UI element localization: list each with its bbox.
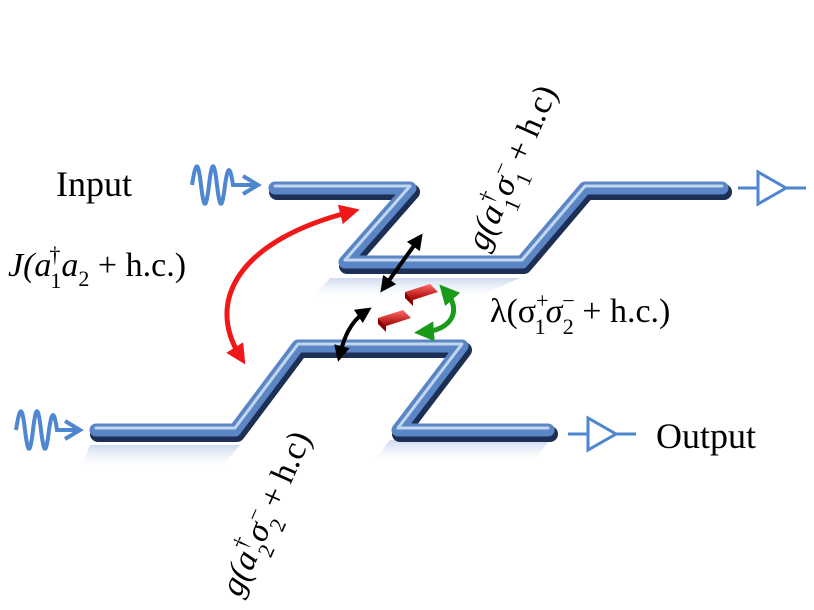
qubit-qubit-coupling-arrow: [414, 284, 461, 342]
output-label: Output: [656, 416, 756, 456]
waveguide-coupling-arrow: [224, 204, 360, 365]
detector-output-icon: [568, 415, 636, 453]
qubit-2: [378, 310, 411, 332]
bottom-qubit-coupling-arrow: [334, 307, 372, 362]
waveguide-coupling-label: J(a†1a2 + h.c.): [8, 242, 186, 293]
detector-top-icon: [738, 169, 806, 207]
top-waveguide: [268, 181, 732, 274]
input-photon-top-icon: [190, 164, 262, 206]
bottom-waveguide: [89, 339, 558, 442]
qubit-coupling-label: λ(σ+1σ−2 + h.c.): [490, 288, 670, 339]
waveguide-shadows: [80, 278, 550, 470]
top-qubit-coupling-arrow: [380, 233, 423, 293]
input-label: Input: [56, 164, 132, 204]
input-photon-bottom-icon: [14, 409, 84, 451]
